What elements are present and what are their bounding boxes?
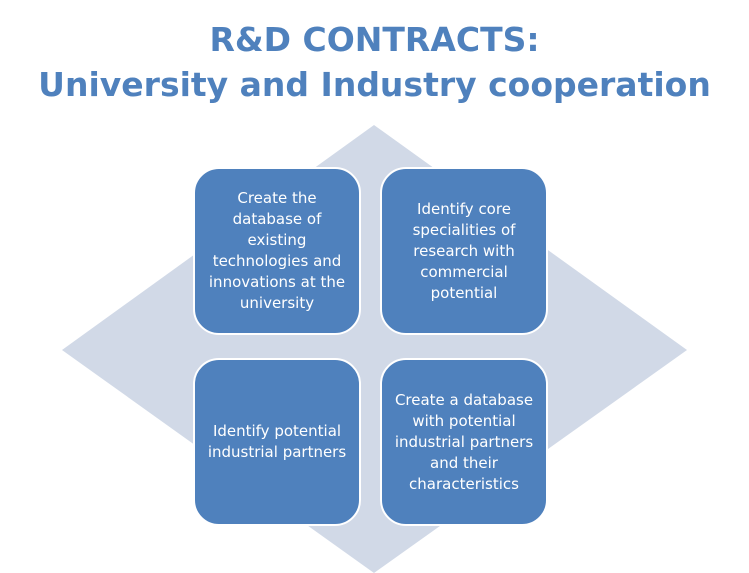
box-create-partner-database: Create a database with potential industr… — [380, 358, 548, 526]
box-identify-core-specialities: Identify core specialities of research w… — [380, 167, 548, 335]
box-create-technology-database: Create the database of existing technolo… — [193, 167, 361, 335]
box-text: Identify core specialities of research w… — [412, 199, 516, 302]
box-identify-partners: Identify potential industrial partners — [193, 358, 361, 526]
box-text: Identify potential industrial partners — [207, 422, 347, 461]
title-line-2: University and Industry cooperation — [38, 65, 711, 104]
title-line-1: R&D CONTRACTS: — [209, 20, 540, 59]
box-text: Create the database of existing technolo… — [208, 189, 346, 312]
box-text: Create a database with potential industr… — [394, 390, 534, 493]
diamond-shape — [62, 125, 687, 573]
